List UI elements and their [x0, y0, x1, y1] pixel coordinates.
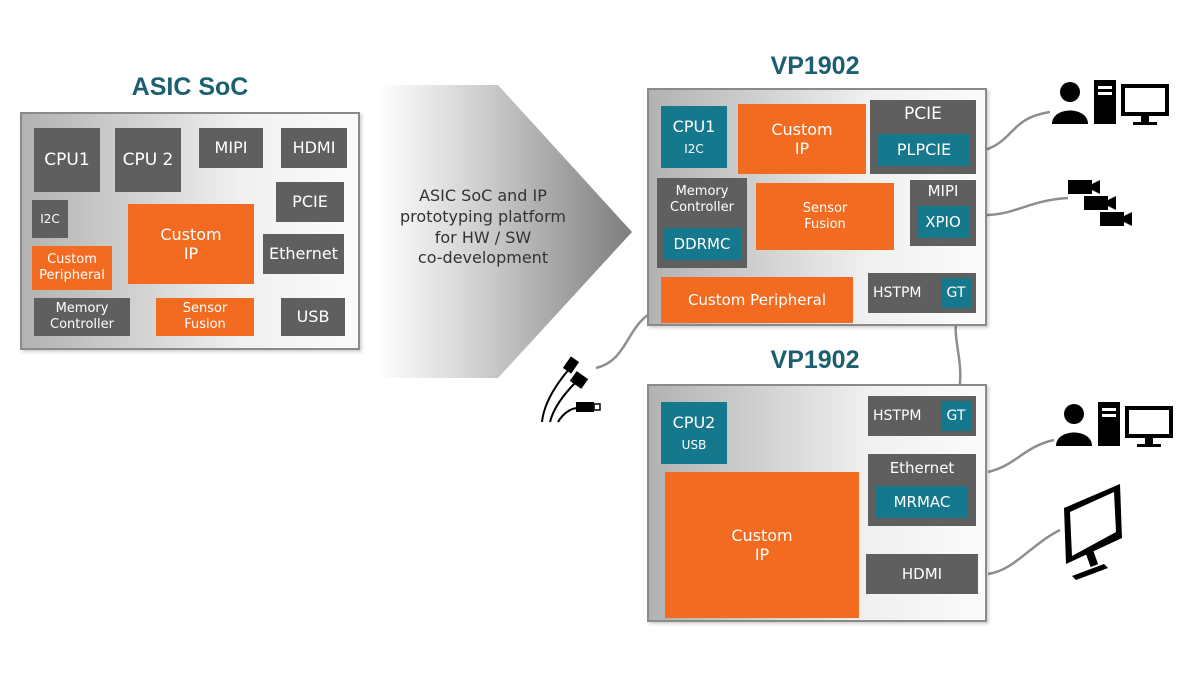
asic-custom-peripheral-label-2: Peripheral: [39, 268, 105, 283]
asic-soc-board: CPU1 CPU 2 MIPI HDMI PCIE I2C Custom IP …: [20, 112, 360, 350]
vp-bottom-cpu2-label: CPU2: [672, 413, 716, 433]
user-pc-monitor-icon: [1052, 80, 1169, 125]
arrow-caption-line-4: co-development: [417, 248, 549, 268]
vp-bottom-gt-block: GT: [941, 401, 971, 431]
cable-xpio-to-cameras: [984, 196, 1069, 217]
asic-cpu1-label: CPU1: [44, 149, 90, 170]
vp-top-custom-ip-label-1: Custom: [771, 119, 833, 139]
arrow-caption-line-2: prototyping platform: [400, 206, 566, 226]
vp1902-top-title: VP1902: [770, 52, 860, 80]
arrow-caption-line-1: ASIC SoC and IP: [419, 186, 547, 205]
vp1902-top-board: CPU1 I2C Custom IP PCIE PLPCIE Memory Co…: [647, 88, 987, 326]
arrow-caption-line-3: for HW / SW: [434, 227, 532, 247]
vp-bottom-cpu2-block: CPU2 USB: [661, 402, 727, 464]
vp-bottom-mrmac-label: MRMAC: [893, 493, 951, 511]
asic-custom-ip-label-2: IP: [183, 244, 199, 263]
vp-top-memory-controller-label-1: Memory: [675, 184, 729, 199]
asic-custom-peripheral-label-1: Custom: [47, 252, 97, 268]
asic-i2c-block: I2C: [32, 200, 68, 238]
vp-top-plpcie-block: PLPCIE: [878, 134, 970, 166]
vp-top-hstpm-label: HSTPM: [873, 284, 922, 301]
asic-cpu1-block: CPU1: [34, 128, 100, 192]
vp-bottom-hdmi-block: HDMI: [866, 554, 978, 594]
asic-memory-controller-label-1: Memory: [55, 301, 109, 317]
asic-pcie-label: PCIE: [292, 192, 328, 212]
asic-hdmi-label: HDMI: [292, 138, 336, 158]
cable-hdmi-to-monitor: [987, 528, 1061, 576]
vp-top-custom-ip-block: Custom IP: [738, 104, 866, 174]
vp-top-custom-ip-label-2: IP: [794, 139, 810, 158]
vp-bottom-custom-ip-label-1: Custom: [731, 525, 793, 545]
vp1902-bottom-title: VP1902: [770, 346, 860, 374]
vp-top-sensor-fusion-label-2: Fusion: [804, 216, 846, 232]
asic-usb-block: USB: [281, 298, 345, 336]
cameras-icon: [1068, 180, 1132, 226]
asic-custom-ip-label-1: Custom: [160, 224, 222, 244]
asic-mipi-block: MIPI: [199, 128, 263, 168]
vp-top-cpu1-block: CPU1 I2C: [661, 106, 727, 168]
asic-ethernet-label: Ethernet: [269, 244, 338, 264]
asic-memory-controller-label-2: Controller: [50, 317, 114, 332]
vp-bottom-gt-label: GT: [946, 407, 966, 424]
vp-top-gt-label: GT: [946, 284, 966, 301]
usb-cables-icon: [541, 356, 601, 423]
asic-pcie-block: PCIE: [276, 182, 344, 222]
vp-top-ddrmc-label: DDRMC: [673, 235, 731, 253]
asic-custom-ip-block: Custom IP: [128, 204, 254, 284]
arrow-caption: ASIC SoC and IP prototyping platform for…: [388, 186, 578, 269]
asic-cpu2-label: CPU 2: [122, 149, 174, 170]
vp-top-sensor-fusion-label-1: Sensor: [802, 200, 848, 216]
asic-sensor-fusion-label-2: Fusion: [184, 317, 226, 332]
vp-top-cpu1-label: CPU1: [672, 117, 716, 137]
asic-soc-title: ASIC SoC: [131, 73, 249, 101]
vp-top-ddrmc-block: DDRMC: [663, 228, 741, 260]
vp-bottom-custom-ip-label-2: IP: [754, 545, 770, 564]
vp-bottom-ethernet-label: Ethernet: [889, 459, 955, 477]
asic-memory-controller-block: Memory Controller: [34, 298, 130, 336]
asic-ethernet-block: Ethernet: [263, 234, 344, 274]
vp-top-custom-peripheral-label: Custom Peripheral: [687, 291, 827, 309]
vp-top-gt-block: GT: [941, 278, 971, 308]
vp-top-xpio-block: XPIO: [917, 206, 969, 238]
vp-bottom-hdmi-label: HDMI: [901, 565, 943, 583]
vp1902-bottom-board: CPU2 USB HSTPM GT Ethernet MRMAC Custom …: [647, 384, 987, 622]
vp-top-sensor-fusion-block: Sensor Fusion: [756, 183, 894, 250]
vp-top-pcie-label: PCIE: [904, 104, 942, 124]
user-pc-monitor-icon: [1056, 402, 1173, 447]
cable-ethernet-to-host: [987, 438, 1055, 474]
vp-top-custom-peripheral-block: Custom Peripheral: [661, 277, 853, 323]
vp-top-plpcie-label: PLPCIE: [896, 140, 952, 160]
vp-top-mipi-label: MIPI: [927, 182, 959, 200]
vp-top-memory-controller-label-2: Controller: [670, 199, 734, 215]
vp-top-cpu1-sub-label: I2C: [684, 142, 704, 157]
vp-bottom-custom-ip-block: Custom IP: [665, 472, 859, 618]
vp-top-xpio-label: XPIO: [925, 213, 961, 231]
asic-cpu2-block: CPU 2: [115, 128, 181, 192]
cable-pcie-to-host: [984, 110, 1051, 152]
asic-sensor-fusion-label-1: Sensor: [182, 301, 228, 317]
asic-custom-peripheral-block: Custom Peripheral: [32, 246, 112, 290]
asic-i2c-label: I2C: [40, 211, 60, 226]
asic-hdmi-block: HDMI: [281, 128, 347, 168]
vp-bottom-mrmac-block: MRMAC: [876, 486, 968, 518]
asic-usb-label: USB: [296, 307, 330, 327]
vp-bottom-cpu2-sub-label: USB: [681, 438, 707, 453]
asic-mipi-label: MIPI: [214, 138, 248, 158]
monitor-icon: [1064, 484, 1122, 580]
asic-sensor-fusion-block: Sensor Fusion: [156, 298, 254, 336]
vp-bottom-hstpm-label: HSTPM: [873, 407, 922, 424]
